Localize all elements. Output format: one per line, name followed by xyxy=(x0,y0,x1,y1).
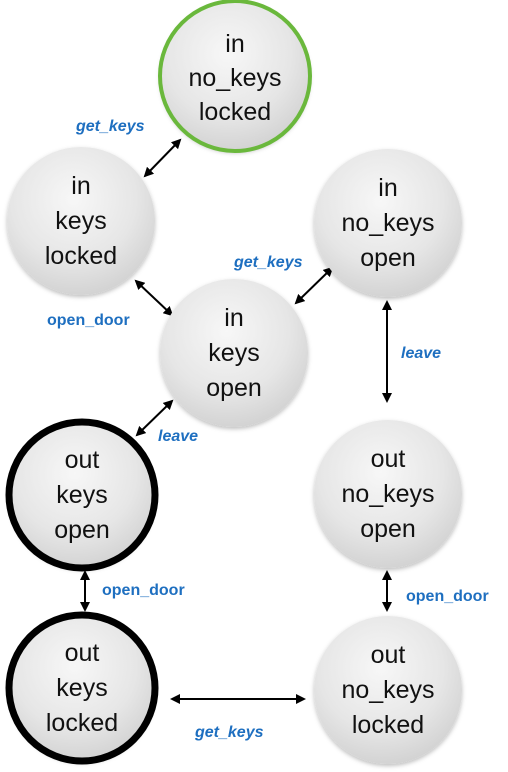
node-line-3: open xyxy=(360,244,416,272)
node-out-keys-locked: out keys locked xyxy=(5,611,159,765)
edge-label-leave-right: leave xyxy=(401,345,441,362)
node-line-3: locked xyxy=(199,98,271,126)
edge-leave-right: leave xyxy=(382,300,441,403)
node-in-keys-open: in keys open xyxy=(160,279,308,427)
node-line-1: in xyxy=(225,30,244,58)
edge-get-keys-top: get_keys xyxy=(75,118,182,178)
node-line-2: no_keys xyxy=(188,64,281,92)
node-line-1: out xyxy=(65,446,100,474)
node-line-3: locked xyxy=(352,711,424,739)
node-line-1: in xyxy=(71,172,90,200)
node-line-2: keys xyxy=(208,339,259,367)
edge-label-open-door-bottom-left: open_door xyxy=(102,582,185,599)
edge-label-get-keys-right: get_keys xyxy=(233,254,303,271)
node-line-1: in xyxy=(378,174,397,202)
node-line-3: open xyxy=(54,516,110,544)
node-line-3: locked xyxy=(45,242,117,270)
edge-label-leave-left: leave xyxy=(158,428,198,445)
edge-leave-left: leave xyxy=(135,399,198,445)
node-line-1: out xyxy=(65,639,100,667)
node-line-3: locked xyxy=(46,709,118,737)
edge-label-open-door-bottom-right: open_door xyxy=(406,588,489,605)
node-line-2: keys xyxy=(55,207,106,235)
edge-get-keys-right: get_keys xyxy=(233,254,334,305)
node-line-3: open xyxy=(360,515,416,543)
node-out-nokeys-open: out no_keys open xyxy=(314,420,462,568)
node-line-3: open xyxy=(206,374,262,402)
node-line-1: out xyxy=(371,641,406,669)
edge-label-get-keys-bottom: get_keys xyxy=(194,724,264,741)
edge-label-get-keys-top: get_keys xyxy=(75,118,145,135)
node-in-nokeys-locked: in no_keys locked xyxy=(158,0,312,153)
node-line-2: no_keys xyxy=(341,480,434,508)
node-line-2: keys xyxy=(56,481,107,509)
node-line-2: no_keys xyxy=(341,209,434,237)
edge-open-door-bottom-left: open_door xyxy=(80,570,185,612)
edge-open-door-left: open_door xyxy=(47,279,174,329)
node-line-2: keys xyxy=(56,674,107,702)
node-in-nokeys-open: in no_keys open xyxy=(314,149,462,297)
node-line-1: out xyxy=(371,445,406,473)
node-in-keys-locked: in keys locked xyxy=(7,147,155,295)
node-line-1: in xyxy=(224,304,243,332)
edge-open-door-bottom-right: open_door xyxy=(382,570,489,612)
edge-label-open-door-left: open_door xyxy=(47,312,130,329)
edge-get-keys-bottom: get_keys xyxy=(170,694,306,741)
node-out-nokeys-locked: out no_keys locked xyxy=(314,616,462,764)
node-line-2: no_keys xyxy=(341,676,434,704)
node-out-keys-open: out keys open xyxy=(5,418,159,572)
